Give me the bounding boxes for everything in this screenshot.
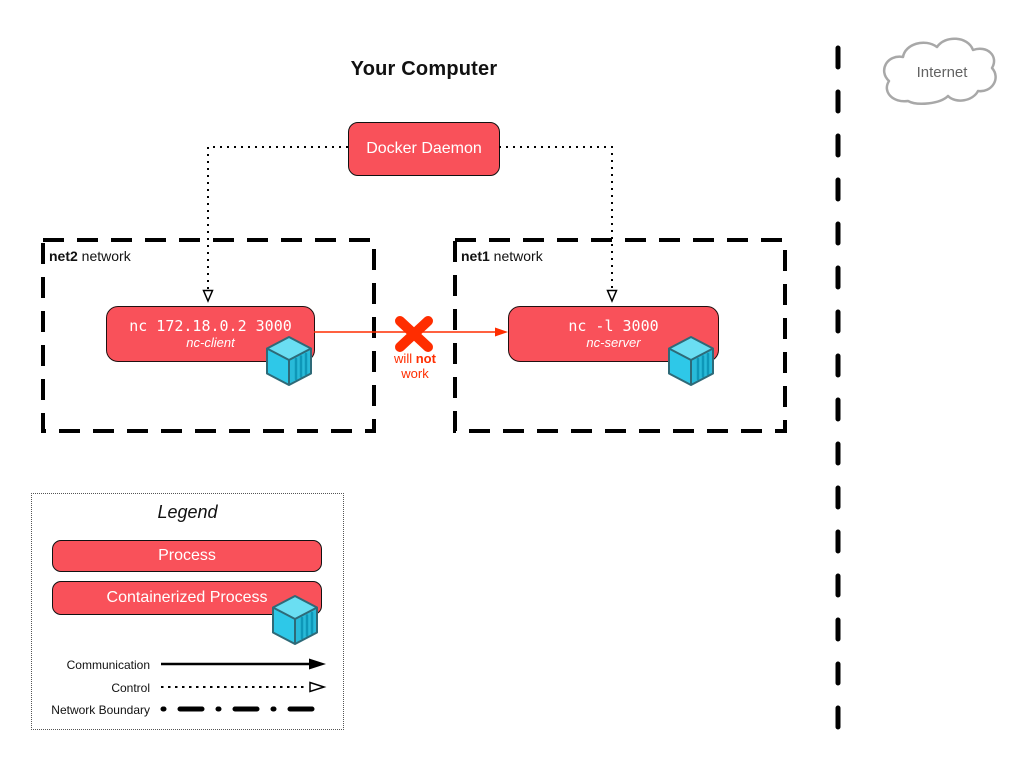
- net1-name: net1: [461, 248, 490, 264]
- control-arrowhead-left: [202, 289, 214, 303]
- docker-daemon-box: Docker Daemon: [348, 122, 500, 176]
- nc-server-command: nc -l 3000: [568, 316, 659, 335]
- net2-suffix: network: [77, 248, 131, 264]
- communication-arrowhead: [495, 327, 508, 337]
- legend-containerized-label: Containerized Process: [106, 589, 268, 606]
- nc-client-command: nc 172.18.0.2 3000: [129, 316, 292, 335]
- legend-process-box: Process: [52, 540, 322, 572]
- control-line-to-nc-server: [499, 146, 613, 289]
- legend-process-label: Process: [158, 547, 216, 564]
- page-title: Your Computer: [350, 58, 498, 80]
- docker-daemon-label: Docker Daemon: [366, 140, 482, 157]
- legend-containerized-box: Containerized Process: [52, 581, 322, 615]
- will-not-work-note: will not work: [381, 351, 449, 382]
- legend-network-boundary-label: Network Boundary: [51, 703, 150, 717]
- note-word-1: will: [394, 351, 413, 366]
- legend-communication-label: Communication: [66, 658, 150, 672]
- net2-network-label: net2 network: [49, 248, 131, 264]
- legend-title: Legend: [157, 502, 218, 522]
- legend-control-label: Control: [111, 681, 150, 695]
- net2-name: net2: [49, 248, 78, 264]
- internet-label: Internet: [916, 64, 968, 81]
- net1-network-label: net1 network: [461, 248, 543, 264]
- x-icon: [395, 316, 433, 352]
- network-boundary-sample: [160, 706, 328, 712]
- legend-panel: Legend Process Containerized Process Com…: [31, 493, 344, 730]
- nc-server-box: nc -l 3000 nc-server: [508, 306, 719, 362]
- communication-arrow-sample: [161, 658, 326, 670]
- nc-client-box: nc 172.18.0.2 3000 nc-client: [106, 306, 315, 362]
- note-word-2: not: [415, 351, 436, 366]
- control-line-to-nc-client: [207, 146, 348, 289]
- note-word-3: work: [401, 365, 429, 381]
- nc-server-name: nc-server: [586, 335, 641, 351]
- net1-suffix: network: [489, 248, 543, 264]
- control-arrowhead-right: [606, 289, 618, 303]
- control-arrow-sample: [161, 681, 327, 693]
- nc-client-name: nc-client: [186, 335, 235, 351]
